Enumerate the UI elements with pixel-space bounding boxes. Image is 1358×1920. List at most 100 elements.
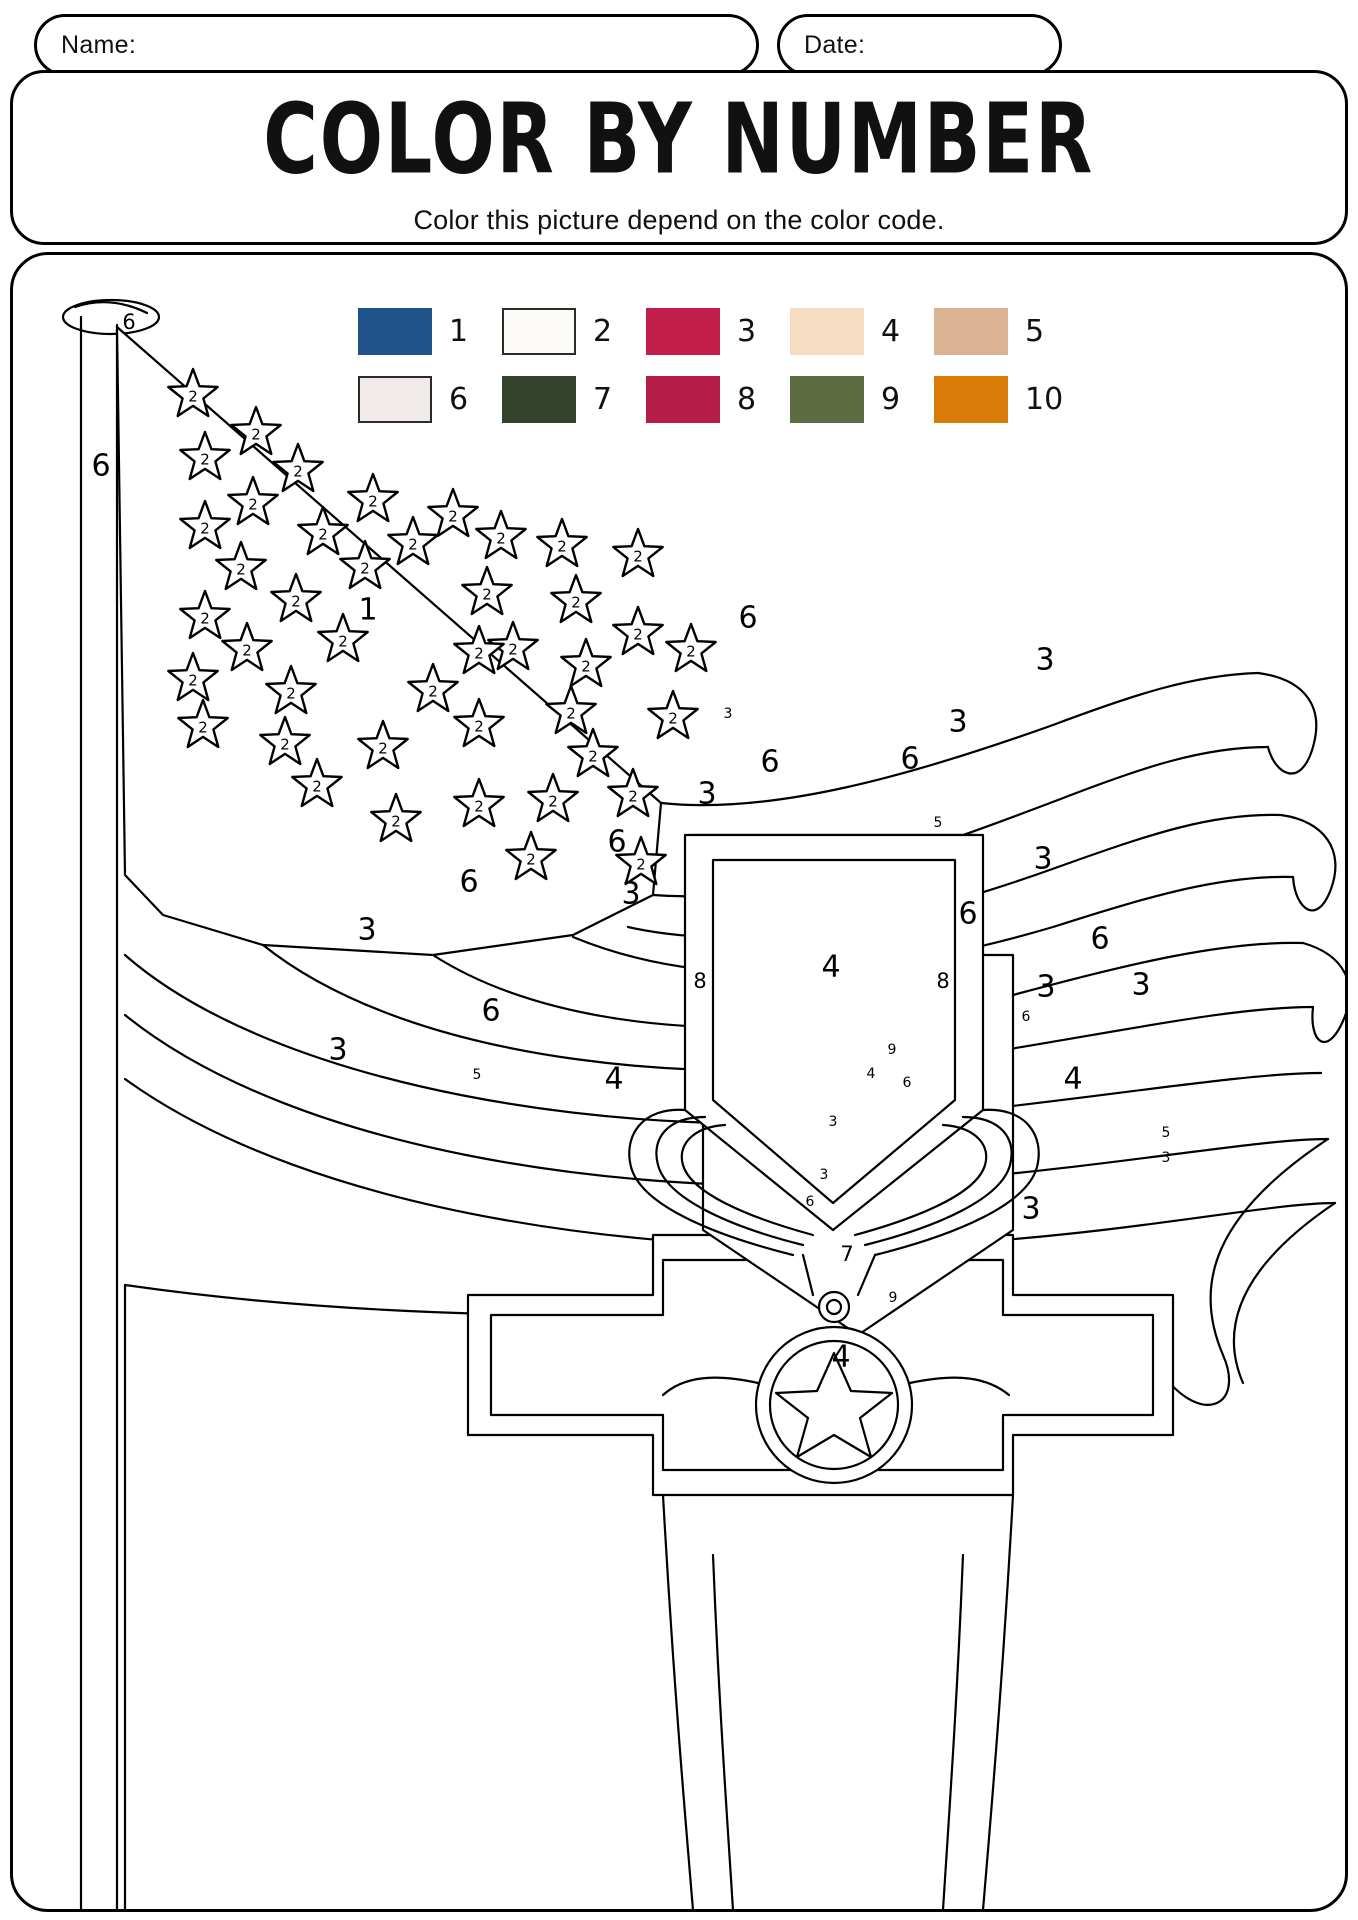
region-number-stripe-l: 3	[1033, 842, 1052, 877]
flag-star: 2	[607, 767, 659, 818]
region-number-stripe-b: 3	[1035, 643, 1054, 678]
star-number: 2	[188, 388, 198, 406]
legend-number-6: 6	[449, 381, 469, 417]
flag-star: 2	[179, 589, 231, 640]
legend-item-10: 10	[934, 375, 1078, 423]
flag-star: 2	[370, 792, 422, 843]
color-swatch-10	[934, 375, 1008, 423]
region-number-stripe-i: 6	[459, 865, 478, 900]
star-number: 2	[571, 594, 581, 612]
color-swatch-4	[790, 307, 864, 355]
star-number: 2	[548, 793, 558, 811]
legend-item-5: 5	[934, 307, 1078, 355]
star-number: 2	[236, 561, 246, 579]
star-number: 2	[474, 718, 484, 736]
star-number: 2	[291, 593, 301, 611]
legend-item-9: 9	[790, 375, 934, 423]
region-number-stripe-e: 6	[760, 745, 779, 780]
flag-star: 2	[179, 499, 231, 550]
legend-item-3: 3	[646, 307, 790, 355]
region-number-stripe-h: 6	[607, 825, 626, 860]
star-number: 2	[428, 683, 438, 701]
star-number: 2	[293, 463, 303, 481]
region-number-stripe-f: 6	[900, 742, 919, 777]
legend-item-7: 7	[502, 375, 646, 423]
flag-star: 2	[545, 684, 597, 735]
star-number: 2	[198, 719, 208, 737]
region-number-pole-shaft: 6	[91, 449, 110, 484]
flag-star: 2	[179, 430, 231, 481]
color-swatch-6	[358, 375, 432, 423]
flag-star: 2	[505, 830, 557, 881]
star-number: 2	[391, 813, 401, 831]
flag-star: 2	[550, 573, 602, 624]
region-number-tail-stripe: 3	[1021, 1192, 1040, 1227]
region-number-bottom-band: 4	[831, 1340, 850, 1375]
region-number-pole-top: 6	[122, 310, 135, 334]
star-number: 2	[496, 530, 506, 548]
star-number: 2	[200, 610, 210, 628]
flag-star: 2	[221, 621, 273, 672]
star-number: 2	[566, 705, 576, 723]
color-swatch-2	[502, 307, 576, 355]
region-number-stripe-r: 6	[481, 994, 500, 1029]
flag-star: 2	[215, 540, 267, 591]
region-number-stripe-m: 6	[958, 897, 977, 932]
date-field[interactable]: Date:	[777, 14, 1062, 76]
flag-star: 2	[265, 664, 317, 715]
flag-star: 2	[453, 624, 505, 675]
legend-number-2: 2	[593, 313, 613, 349]
region-number-stripe-g: 3	[697, 777, 716, 812]
flag-star: 2	[317, 612, 369, 663]
flag-star: 2	[291, 757, 343, 808]
name-field[interactable]: Name:	[34, 14, 759, 76]
legend-item-8: 8	[646, 375, 790, 423]
flag-star: 2	[177, 698, 229, 749]
flag-star: 2	[527, 772, 579, 823]
region-number-shield-body: 4	[821, 950, 840, 985]
legend-number-1: 1	[449, 313, 469, 349]
region-number-medal-disc: 9	[889, 1290, 898, 1306]
legend-item-1: 1	[358, 307, 502, 355]
star-number: 2	[251, 426, 261, 444]
star-number: 2	[474, 645, 484, 663]
region-number-ribbon-right: 8	[936, 969, 949, 993]
region-number-loop-ring: 6	[806, 1194, 815, 1210]
star-number: 2	[448, 508, 458, 526]
star-number: 2	[200, 451, 210, 469]
flag-star: 2	[427, 487, 479, 538]
star-number: 2	[628, 788, 638, 806]
color-swatch-9	[790, 375, 864, 423]
flag-star: 2	[612, 605, 664, 656]
flag-star: 2	[230, 405, 282, 456]
star-number: 2	[318, 526, 328, 544]
flag-star: 2	[387, 515, 439, 566]
flag-star: 2	[347, 472, 399, 523]
flag-star: 2	[475, 509, 527, 560]
flag-star: 2	[297, 505, 349, 556]
page-title: COLOR BY NUMBER	[263, 82, 1095, 196]
region-number-ribbon-inner-a: 9	[888, 1042, 897, 1058]
flag-star: 2	[259, 715, 311, 766]
region-number-ribbon-inner-b: 4	[867, 1066, 876, 1082]
region-number-stripe-j: 3	[621, 877, 640, 912]
color-swatch-1	[358, 307, 432, 355]
legend-number-3: 3	[737, 313, 757, 349]
region-number-canton-field: 1	[358, 593, 377, 628]
flag-star: 2	[647, 689, 699, 740]
region-number-ribbon-inner-c: 6	[903, 1075, 912, 1091]
star-number: 2	[668, 710, 678, 728]
region-number-stripe-a: 6	[738, 601, 757, 636]
color-swatch-8	[646, 375, 720, 423]
flag-star: 2	[357, 719, 409, 770]
region-number-stripe-o: 3	[1036, 970, 1055, 1005]
star-number: 2	[360, 560, 370, 578]
region-number-stripe-k: 3	[357, 913, 376, 948]
flag-star: 2	[453, 697, 505, 748]
region-number-banner-left-edge: 5	[473, 1067, 482, 1083]
flag-star: 2	[407, 662, 459, 713]
color-swatch-5	[934, 307, 1008, 355]
